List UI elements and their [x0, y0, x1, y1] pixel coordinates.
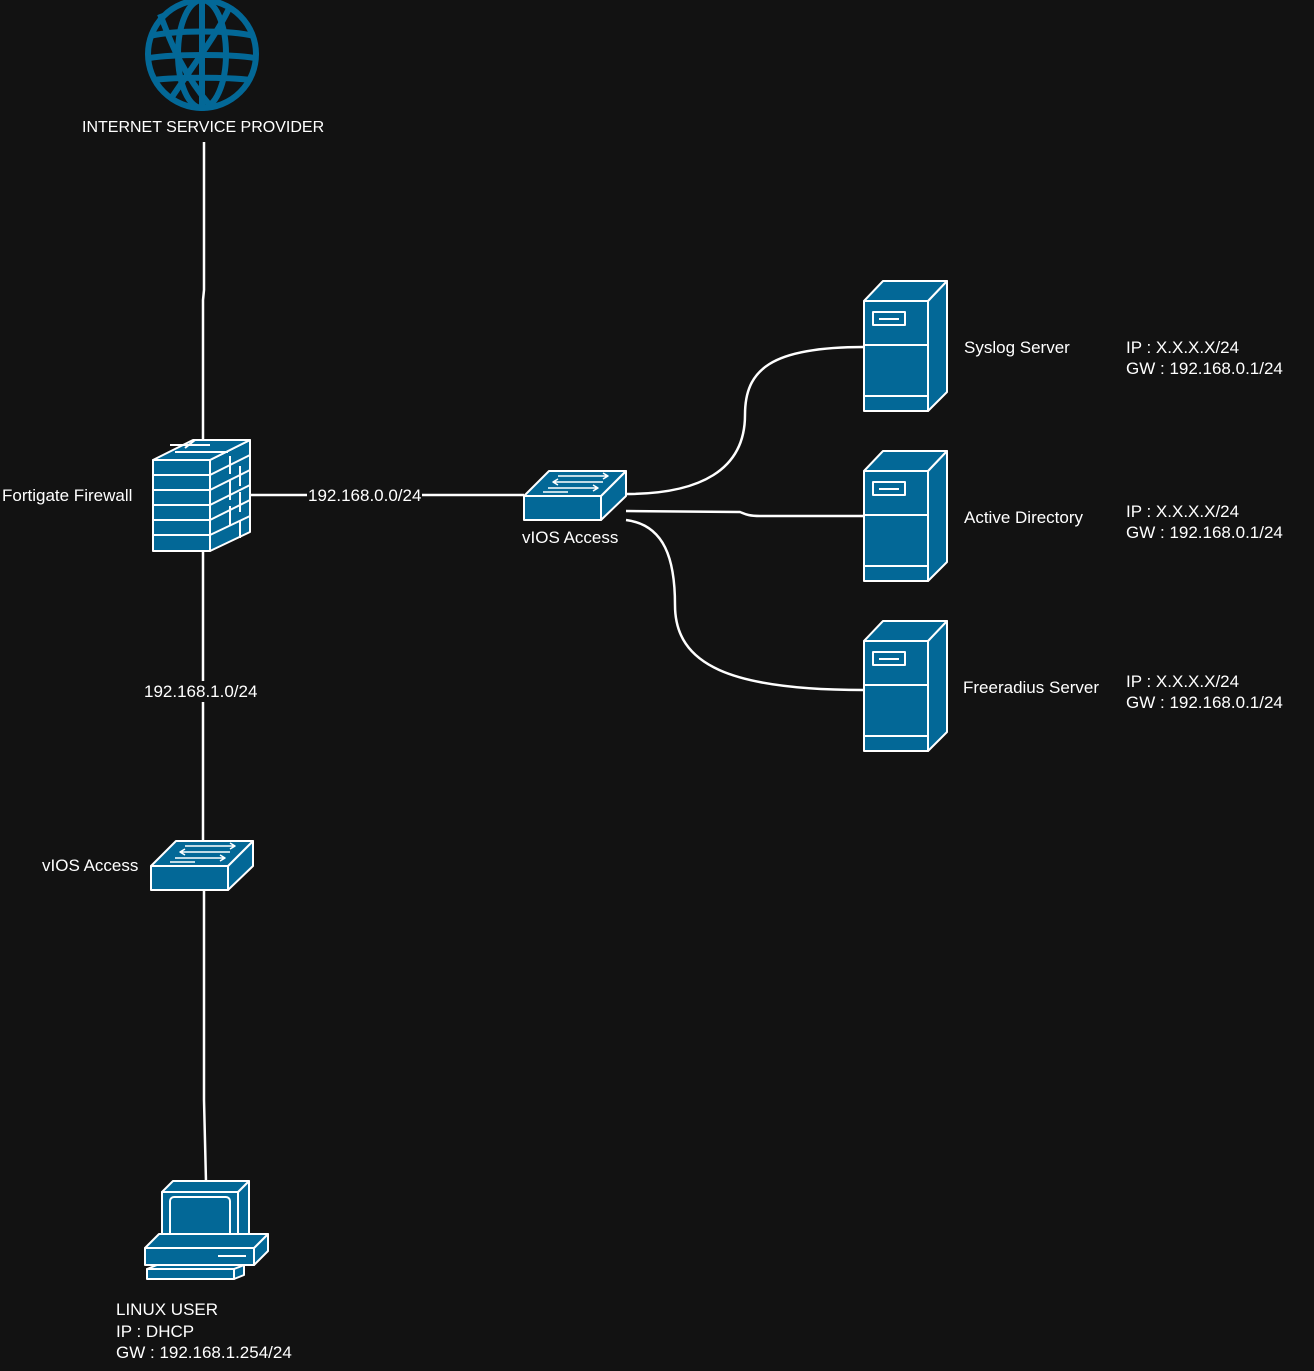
- syslog-label: Syslog Server: [964, 338, 1070, 357]
- server-icon-radius: [863, 620, 948, 752]
- firewall-label: Fortigate Firewall: [2, 486, 133, 505]
- radius-gw: GW : 192.168.0.1/24: [1126, 693, 1283, 712]
- syslog-gw: GW : 192.168.0.1/24: [1126, 359, 1283, 378]
- firewall-icon: [152, 439, 251, 552]
- link-switch-ad: [625, 509, 864, 518]
- isp-label: INTERNET SERVICE PROVIDER: [82, 119, 325, 136]
- ad-ip: IP : X.X.X.X/24: [1126, 502, 1240, 521]
- switch-main-label: vIOS Access: [522, 528, 619, 547]
- link-lan1-label: 192.168.1.0/24: [143, 681, 259, 702]
- link-switch-radius: [625, 518, 865, 692]
- switch-access-label: vIOS Access: [42, 856, 139, 875]
- workstation-icon: [144, 1180, 269, 1280]
- ad-gw: GW : 192.168.0.1/24: [1126, 523, 1283, 542]
- globe-icon: [145, 0, 259, 111]
- radius-ip: IP : X.X.X.X/24: [1126, 672, 1240, 691]
- ad-label: Active Directory: [964, 508, 1084, 527]
- linux-user-label: LINUX USER: [116, 1300, 219, 1319]
- linux-user-gw: GW : 192.168.1.254/24: [116, 1343, 292, 1362]
- link-switch-access-linux-user: [202, 890, 208, 1183]
- syslog-ip: IP : X.X.X.X/24: [1126, 338, 1240, 357]
- server-icon-ad: [863, 450, 948, 582]
- switch-icon-main: [523, 470, 627, 521]
- link-isp-firewall: [201, 142, 206, 442]
- link-lan0-label: 192.168.0.0/24: [307, 485, 423, 506]
- linux-user-ip: IP : DHCP: [116, 1322, 195, 1341]
- server-icon-syslog: [863, 280, 948, 412]
- switch-icon-access: [150, 840, 254, 891]
- radius-label: Freeradius Server: [963, 678, 1100, 697]
- link-switch-syslog: [625, 345, 865, 496]
